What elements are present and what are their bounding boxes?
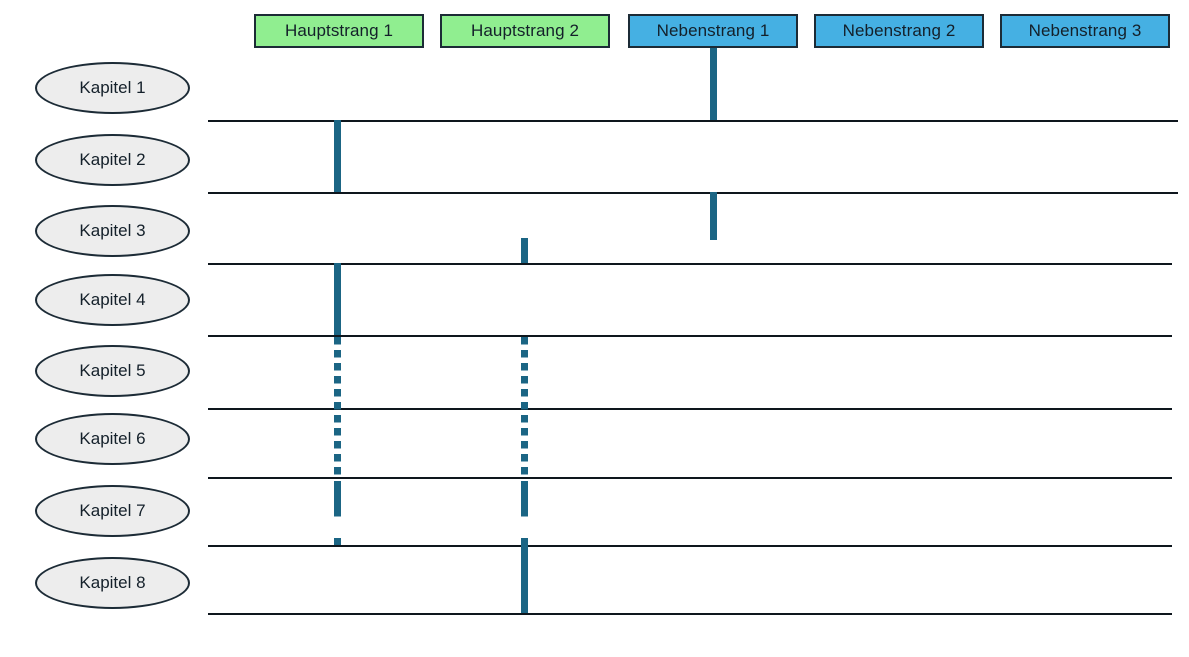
row-separator-5: [208, 408, 1172, 410]
strand-segment-2: [334, 120, 341, 192]
strand-box-5[interactable]: Nebenstrang 3: [1000, 14, 1170, 48]
chapter-ellipse-6[interactable]: Kapitel 6: [35, 413, 190, 465]
row-separator-3: [208, 263, 1172, 265]
strand-box-2[interactable]: Hauptstrang 2: [440, 14, 610, 48]
chapter-label: Kapitel 5: [79, 361, 146, 380]
strand-label: Hauptstrang 2: [470, 21, 580, 40]
chapter-label: Kapitel 8: [79, 573, 146, 592]
row-separator-4: [208, 335, 1172, 337]
strand-box-1[interactable]: Hauptstrang 1: [254, 14, 424, 48]
row-separator-6: [208, 477, 1172, 479]
row-separator-7: [208, 545, 1172, 547]
chapter-ellipse-3[interactable]: Kapitel 3: [35, 205, 190, 257]
strand-segment-10: [521, 545, 528, 613]
chapter-ellipse-5[interactable]: Kapitel 5: [35, 345, 190, 397]
strand-segment-8: [334, 481, 341, 545]
row-separator-1: [208, 120, 1178, 122]
chapter-ellipse-1[interactable]: Kapitel 1: [35, 62, 190, 114]
chapter-label: Kapitel 4: [79, 290, 146, 309]
strand-segment-3: [710, 192, 717, 240]
chapter-label: Kapitel 6: [79, 429, 146, 448]
chapter-label: Kapitel 3: [79, 221, 146, 240]
strand-label: Nebenstrang 3: [1028, 21, 1142, 40]
strand-segment-1: [710, 47, 717, 120]
chapter-label: Kapitel 7: [79, 501, 146, 520]
chapter-ellipse-2[interactable]: Kapitel 2: [35, 134, 190, 186]
strand-segment-4: [521, 238, 528, 263]
strand-box-4[interactable]: Nebenstrang 2: [814, 14, 984, 48]
row-separator-2: [208, 192, 1178, 194]
chapter-ellipse-7[interactable]: Kapitel 7: [35, 485, 190, 537]
strand-label: Hauptstrang 1: [284, 21, 394, 40]
strand-segment-6: [334, 337, 341, 477]
strand-box-3[interactable]: Nebenstrang 1: [628, 14, 798, 48]
chapter-ellipse-4[interactable]: Kapitel 4: [35, 274, 190, 326]
strand-segment-5: [334, 263, 341, 335]
row-separator-8: [208, 613, 1172, 615]
strand-label: Nebenstrang 1: [656, 21, 770, 40]
chapter-label: Kapitel 1: [79, 78, 146, 97]
chapter-ellipse-8[interactable]: Kapitel 8: [35, 557, 190, 609]
strand-segment-7: [521, 337, 528, 477]
strand-segment-9: [521, 481, 528, 545]
strand-label: Nebenstrang 2: [842, 21, 956, 40]
chapter-label: Kapitel 2: [79, 150, 146, 169]
